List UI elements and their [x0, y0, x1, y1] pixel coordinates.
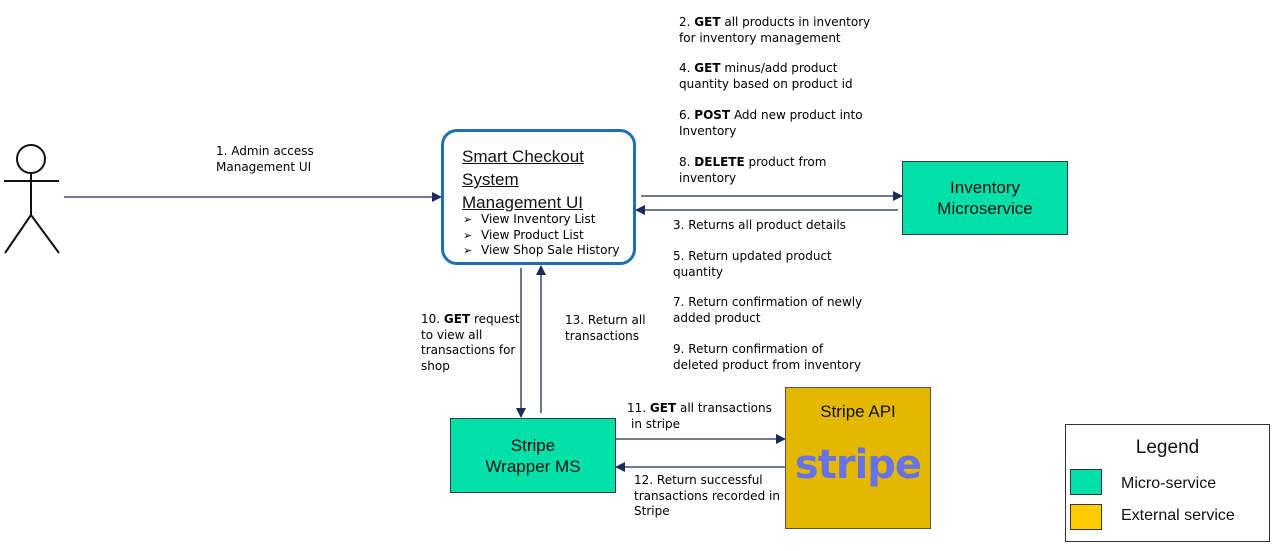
management-ui-title-line: Smart Checkout	[462, 147, 584, 166]
node-label-line: Inventory	[950, 178, 1020, 197]
note-step-1: 1. Admin access Management UI	[216, 144, 314, 174]
node-label-line: Microservice	[937, 199, 1033, 218]
feature-item-inventory-list: View Inventory List	[463, 212, 619, 228]
feature-item-sale-history: View Shop Sale History	[463, 243, 619, 259]
note-step-8: 8. DELETE product from inventory	[679, 155, 827, 185]
note-step-4: 4. GET minus/add product quantity based …	[679, 61, 853, 91]
note-step-9: 9. Return confirmation of deleted produc…	[673, 342, 862, 372]
management-ui-title-line: System	[462, 170, 519, 189]
note-step-12: 12. Return successful transactions recor…	[634, 473, 780, 518]
feature-item-product-list: View Product List	[463, 228, 619, 244]
note-step-3: 3. Returns all product details	[673, 218, 846, 232]
legend-label-external-service: External service	[1121, 507, 1235, 524]
inventory-microservice-node: Inventory Microservice	[902, 161, 1068, 235]
note-step-5: 5. Return updated product quantity	[673, 249, 832, 279]
note-step-13: 13. Return all transactions	[565, 313, 646, 343]
note-step-2: 2. GET all products in inventory for inv…	[679, 15, 871, 45]
legend: Legend Micro-service External service	[1065, 424, 1270, 542]
node-label-line: Wrapper MS	[485, 456, 581, 476]
legend-swatch-external-service	[1070, 504, 1102, 530]
stripe-wrapper-node: Stripe Wrapper MS	[450, 418, 616, 493]
management-ui-title-line: Management UI	[462, 193, 583, 212]
note-step-11: 11. GET all transactions in stripe	[627, 401, 772, 431]
stripe-api-title: Stripe API	[820, 402, 896, 421]
note-step-7: 7. Return confirmation of newly added pr…	[673, 295, 863, 325]
legend-label-micro-service: Micro-service	[1121, 475, 1217, 492]
stripe-logo: stripe	[794, 442, 922, 488]
legend-swatch-micro-service	[1070, 469, 1102, 495]
stripe-api-node: Stripe API stripe	[785, 387, 931, 529]
note-step-6: 6. POST Add new product into Inventory	[679, 108, 863, 138]
management-ui-node: Smart Checkout System Management UI View…	[441, 129, 636, 265]
management-ui-title: Smart Checkout System Management UI	[462, 145, 584, 214]
legend-title: Legend	[1135, 437, 1200, 458]
actor-stick-figure	[4, 144, 60, 254]
node-label-line: Stripe	[510, 435, 556, 455]
management-ui-feature-list: View Inventory List View Product List Vi…	[463, 212, 619, 259]
note-step-10: 10. GET request to view all transactions…	[421, 312, 520, 373]
